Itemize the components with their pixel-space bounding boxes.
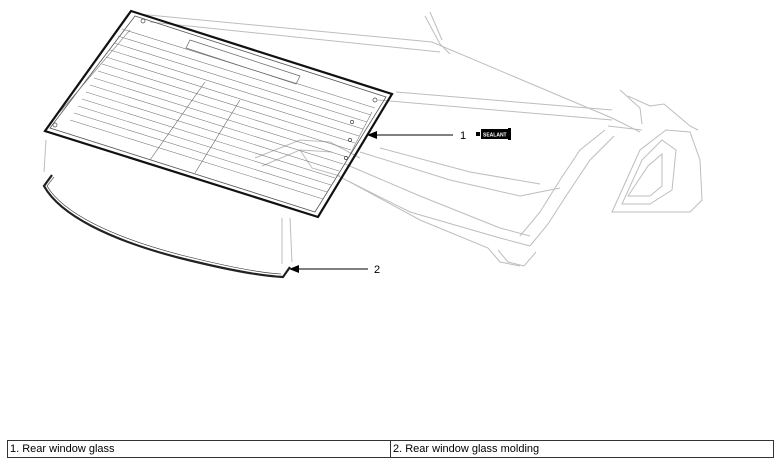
legend-item-rear-window-glass: 1. Rear window glass <box>7 440 391 458</box>
sealant-icon: SEALANT <box>476 128 511 140</box>
callout-1: 1 <box>367 130 466 142</box>
vehicle-body-outline <box>43 11 703 267</box>
callout-2-number: 2 <box>374 264 380 276</box>
sealant-label: SEALANT <box>483 133 507 139</box>
legend-item-rear-window-glass-molding: 2. Rear window glass molding <box>390 440 774 458</box>
legend-row: 1. Rear window glass 2. Rear window glas… <box>7 440 774 458</box>
defroster-grid-lines <box>69 28 376 200</box>
parts-legend-table: 1. Rear window glass 2. Rear window glas… <box>7 440 774 458</box>
rear-window-exploded-diagram: 1 SEALANT 2 <box>42 9 703 279</box>
callout-1-number: 1 <box>460 130 466 142</box>
rear-window-glass-molding <box>42 174 291 279</box>
callout-2: 2 <box>289 264 380 276</box>
rear-window-glass <box>43 9 394 219</box>
